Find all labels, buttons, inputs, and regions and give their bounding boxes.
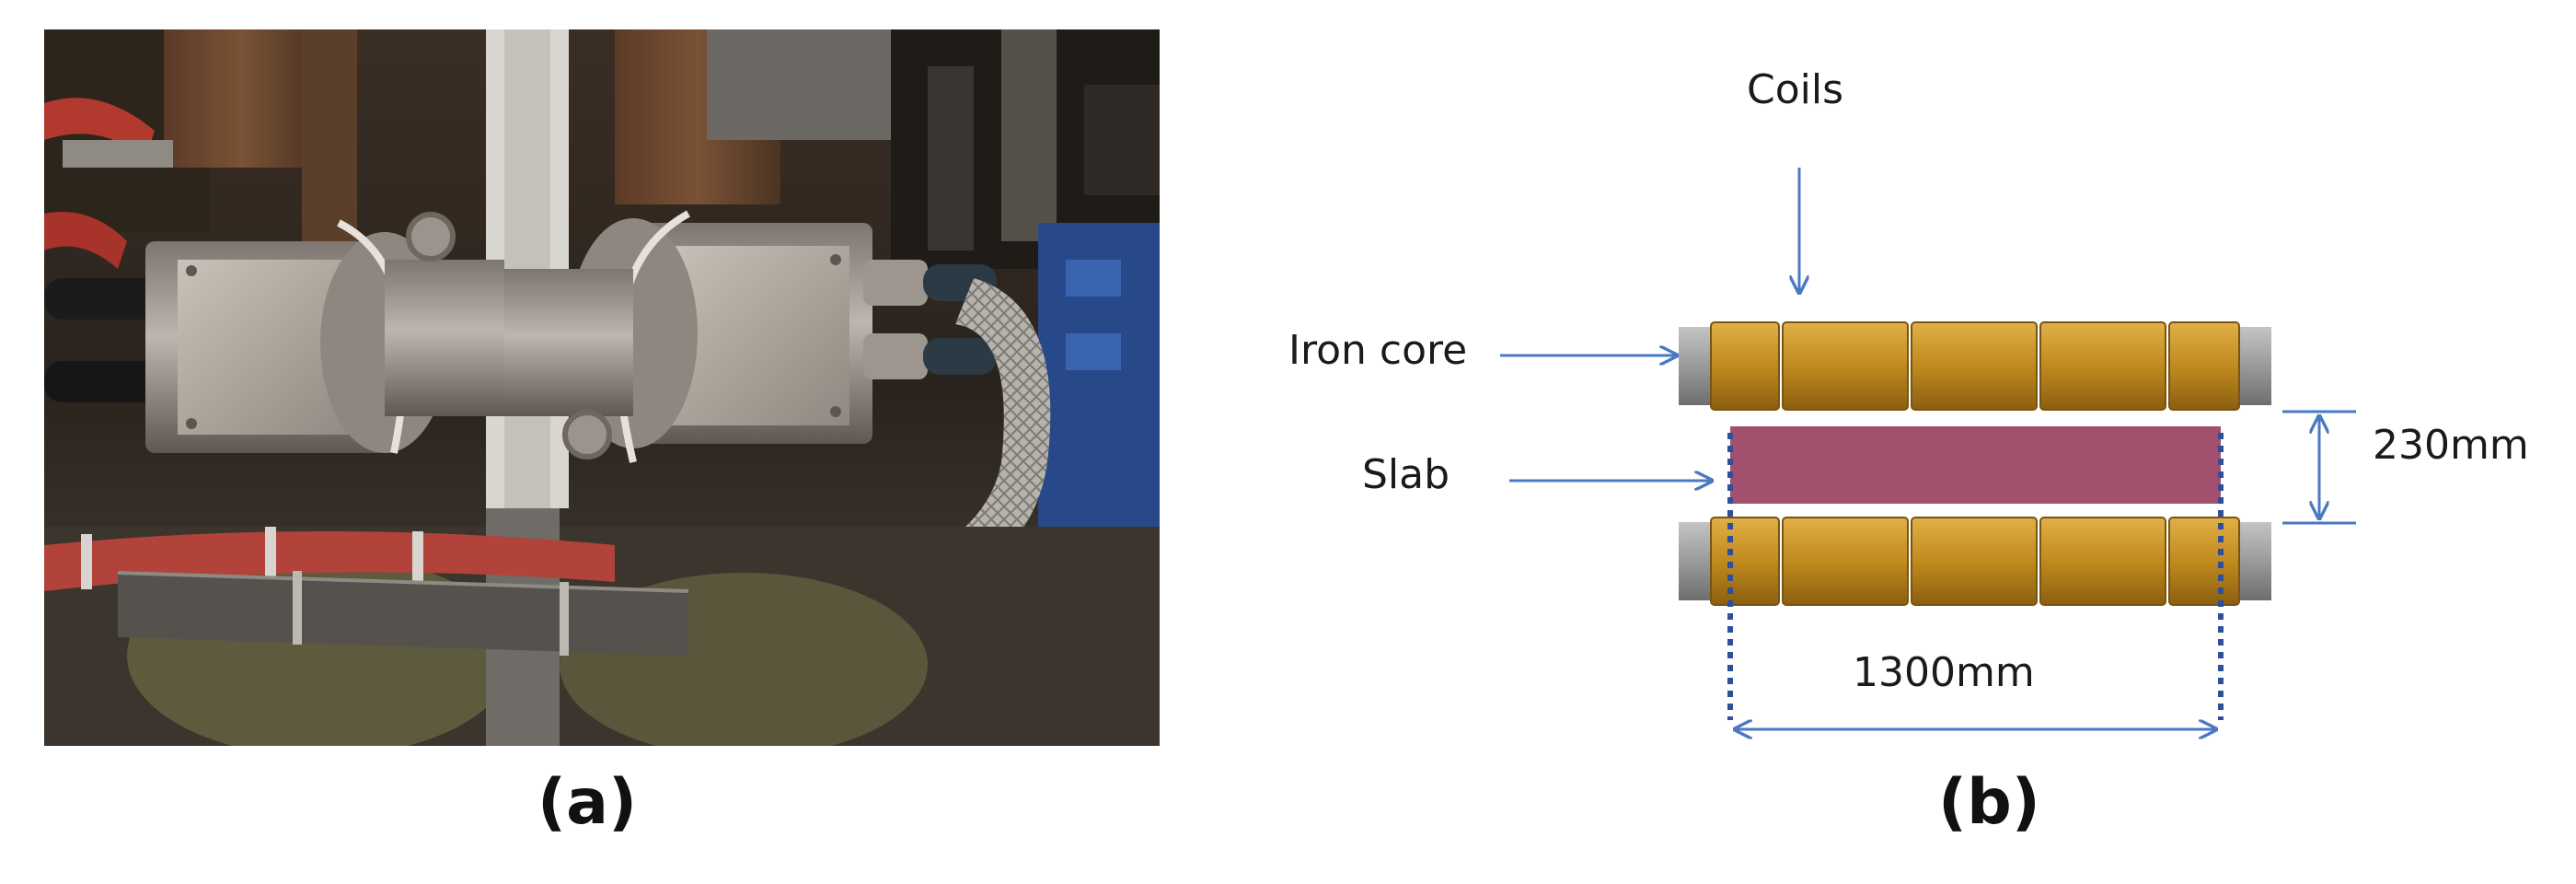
lower-coil [2168,517,2240,606]
label-gap: 230mm [2373,422,2529,469]
upper-core-end-left [1679,327,1711,405]
lower-roll [1679,517,2271,606]
photo-image [44,29,1160,746]
lower-core-end-right [2239,522,2271,600]
lower-coil [1911,517,2038,606]
upper-roll [1679,321,2271,411]
upper-coil [1911,321,2038,411]
lower-coil [2039,517,2166,606]
photo-panel [44,29,1160,746]
upper-coil [1782,321,1909,411]
lower-coil [1710,517,1780,606]
upper-core-end-right [2239,327,2271,405]
label-slab: Slab [1362,451,1450,498]
schematic-diagram: Coils Iron core Slab [1288,66,2529,764]
caption-b: (b) [1938,766,2040,839]
upper-coil [1710,321,1780,411]
lower-core-end-left [1679,522,1711,600]
label-width: 1300mm [1853,649,2035,696]
lower-coil [1782,517,1909,606]
schematic-panel: Coils Iron core Slab [1196,0,2576,764]
slab [1730,426,2221,504]
upper-coil [2168,321,2240,411]
upper-coil [2039,321,2166,411]
label-coils: Coils [1747,66,1843,113]
label-iron-core: Iron core [1288,327,1467,374]
caption-a: (a) [537,766,638,839]
